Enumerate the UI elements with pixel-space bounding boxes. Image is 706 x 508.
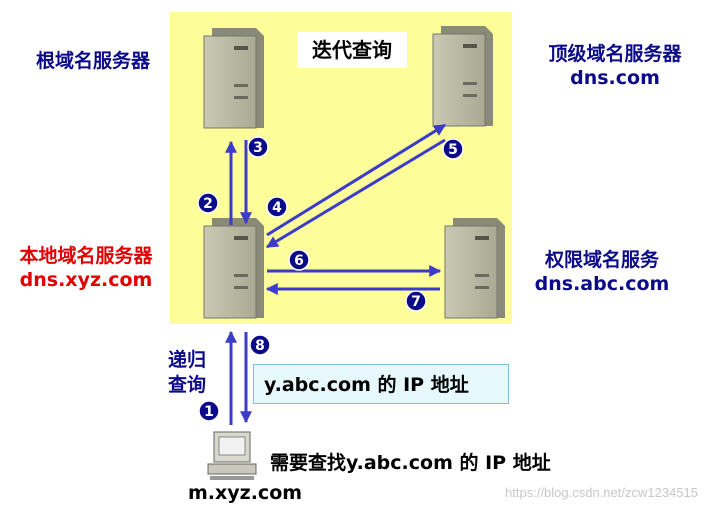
step-badge-8: 8 [249,334,271,356]
step-badge-6: 6 [288,249,310,271]
step-badge-4: 4 [266,196,288,218]
auth-server-name: 权限域名服务 [544,249,659,271]
local-server-icon [203,217,265,319]
svg-text:2: 2 [203,196,213,212]
tld-server-icon [432,25,494,127]
svg-text:7: 7 [411,294,421,310]
root-server-icon [203,27,265,129]
step-badge-1: 1 [198,400,220,422]
root-server-label: 根域名服务器 [36,50,151,72]
tld-server-label: 顶级域名服务器 dns.com [530,42,700,90]
local-server-name: 本地域名服务器 [19,245,153,267]
auth-server-domain: dns.abc.com [534,273,670,295]
auth-server-label: 权限域名服务 dns.abc.com [526,248,678,296]
step-badge-2: 2 [197,192,219,214]
host-computer-icon [207,431,257,480]
step-badge-5: 5 [442,138,464,160]
host-domain-label: m.xyz.com [188,482,303,504]
arrow-step-5 [265,138,446,249]
svg-text:5: 5 [448,142,458,158]
svg-text:4: 4 [272,200,282,216]
watermark: https://blog.csdn.net/zcw1234515 [505,485,698,500]
arrow-step-4 [266,123,447,237]
svg-text:8: 8 [255,338,265,354]
local-server-label: 本地域名服务器 dns.xyz.com [2,244,170,292]
auth-server-icon [444,217,506,319]
tld-server-domain: dns.com [570,67,660,89]
host-request-text: 需要查找y.abc.com 的 IP 地址 [270,452,551,474]
diagram-title: 迭代查询 [297,32,407,68]
recursive-line1: 递归 [168,349,207,371]
svg-text:3: 3 [253,140,263,156]
tld-server-name: 顶级域名服务器 [548,43,682,65]
recursive-line2: 查询 [168,374,207,396]
step-badge-7: 7 [405,290,427,312]
step-badge-3: 3 [247,136,269,158]
svg-text:1: 1 [204,404,214,420]
recursive-query-label: 递归 查询 [168,348,206,398]
svg-text:6: 6 [294,253,304,269]
local-server-domain: dns.xyz.com [19,269,153,291]
ip-reply-box: y.abc.com 的 IP 地址 [253,364,509,404]
